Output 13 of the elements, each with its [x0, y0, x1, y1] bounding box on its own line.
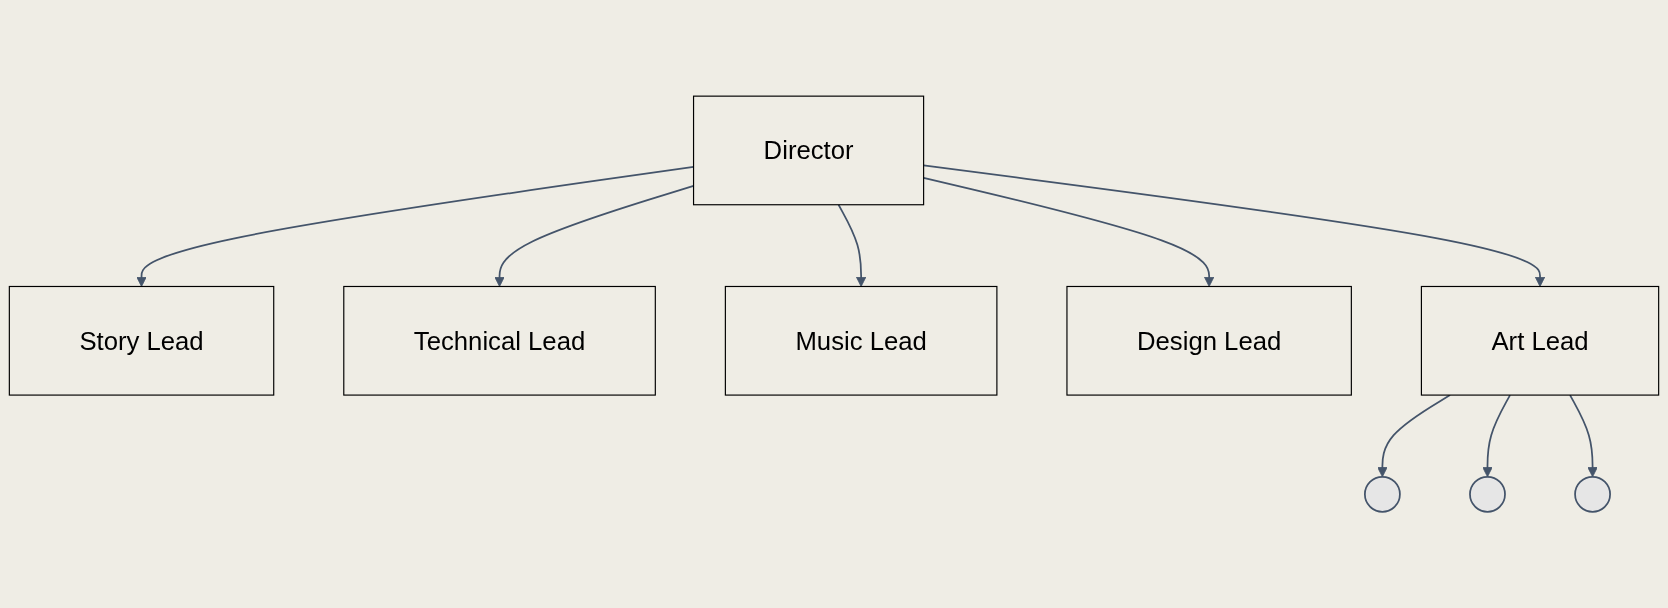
node-circle — [1364, 475, 1401, 513]
arrow — [1569, 394, 1598, 478]
arrow — [1482, 394, 1511, 478]
node-box: Design Lead — [1066, 285, 1352, 396]
node-box: Story Lead — [8, 285, 275, 396]
arrow — [837, 203, 867, 287]
node-circle — [1469, 475, 1506, 513]
node-box: Music Lead — [724, 285, 998, 396]
node-box: Art Lead — [1420, 285, 1660, 396]
node-box: Technical Lead — [343, 285, 656, 396]
arrow — [1377, 394, 1451, 478]
node-box: Director — [692, 95, 925, 206]
node-circle — [1574, 475, 1611, 513]
